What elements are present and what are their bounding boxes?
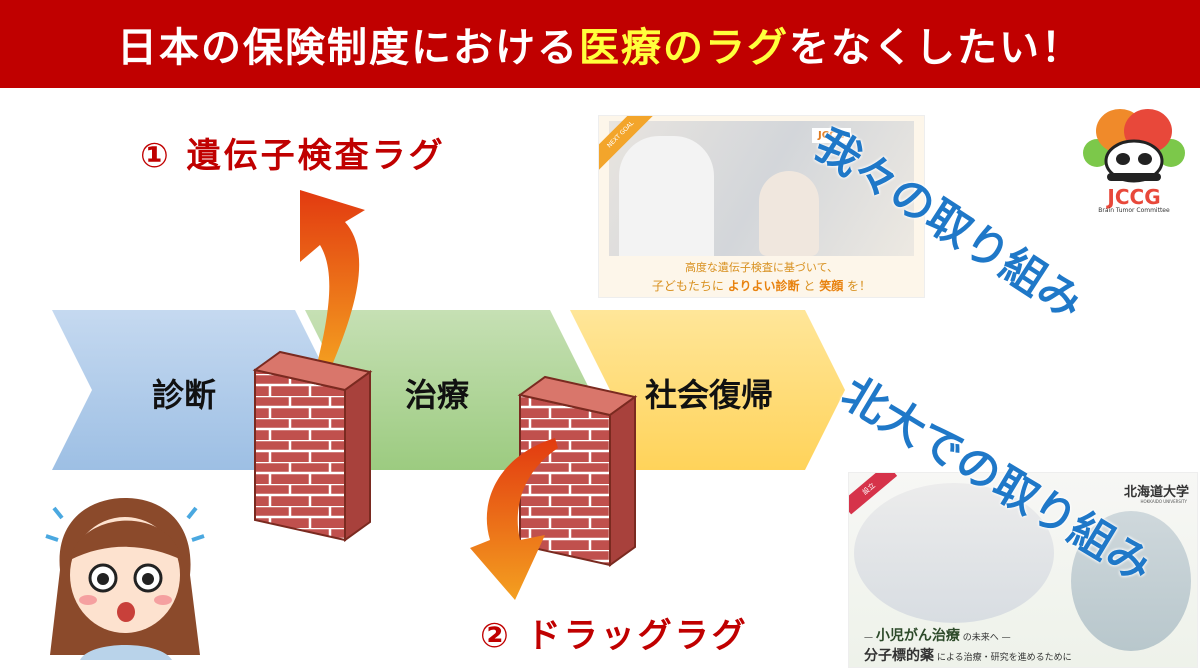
- caption-bold: 小児がん治療: [875, 628, 960, 644]
- hokkaido-university-logo: 北海道大学: [1123, 485, 1189, 500]
- doctor-figure: [619, 136, 714, 256]
- caption-text: を！: [847, 279, 872, 293]
- stage-return-to-society: 社会復帰: [645, 376, 774, 414]
- worried-woman-illustration: [45, 498, 205, 660]
- slide-title: 日本の保険制度における医療のラグをなくしたい！: [0, 0, 1200, 88]
- title-text: 日本の保険制度における: [117, 25, 579, 71]
- title-text-end: をなくしたい！: [789, 25, 1083, 71]
- caption-text: と: [803, 279, 816, 293]
- jccg-logo-sub: Brain Tumor Committee: [1098, 207, 1170, 214]
- child-figure: [759, 171, 819, 256]
- caption-text: の未来へ: [962, 633, 999, 643]
- brick-wall-icon: [252, 350, 373, 542]
- chevron-treatment: [305, 310, 590, 470]
- arrow-down-icon: [470, 438, 558, 600]
- meeting-photo: [854, 483, 1054, 623]
- caption-bold: 笑顔: [819, 279, 844, 293]
- panda-brain-icon: [1083, 109, 1185, 183]
- caption-line1: 高度な遺伝子検査に基づいて、: [684, 261, 839, 274]
- jccg-logo-text: JCCG: [1107, 185, 1161, 209]
- caption-bold: 分子標的薬: [864, 648, 934, 664]
- logo-sub: HOKKAIDO UNIVERSITY: [1140, 499, 1188, 504]
- jccg-brain-tumor-logo: JCCG Brain Tumor Committee: [1075, 103, 1193, 214]
- gene-test-lag-label: ① 遺伝子検査ラグ: [140, 136, 446, 176]
- drug-lag-label: ② ドラッグラグ: [480, 616, 749, 656]
- hokudai-banner-image: 設立 北海道大学 HOKKAIDO UNIVERSITY — 小児がん治療 の未…: [848, 472, 1198, 668]
- stage-diagnosis: 診断: [152, 376, 217, 414]
- window-photo: [1071, 511, 1191, 651]
- caption-text: による治療・研究を進めるために: [936, 653, 1072, 663]
- title-highlight: 医療のラグ: [579, 25, 789, 71]
- brick-wall-icon: [517, 375, 638, 567]
- arrow-up-icon: [300, 190, 365, 370]
- jccg-small-logo: JCCG: [812, 128, 851, 143]
- caption-text: 子どもたちに: [651, 279, 724, 293]
- jccg-banner-image: NEXT GOAL JCCG 高度な遺伝子検査に基づいて、 子どもたちに よりよ…: [598, 115, 925, 298]
- chevron-return: [570, 310, 845, 470]
- caption-bold: よりよい診断: [727, 279, 800, 293]
- stage-treatment: 治療: [405, 376, 470, 414]
